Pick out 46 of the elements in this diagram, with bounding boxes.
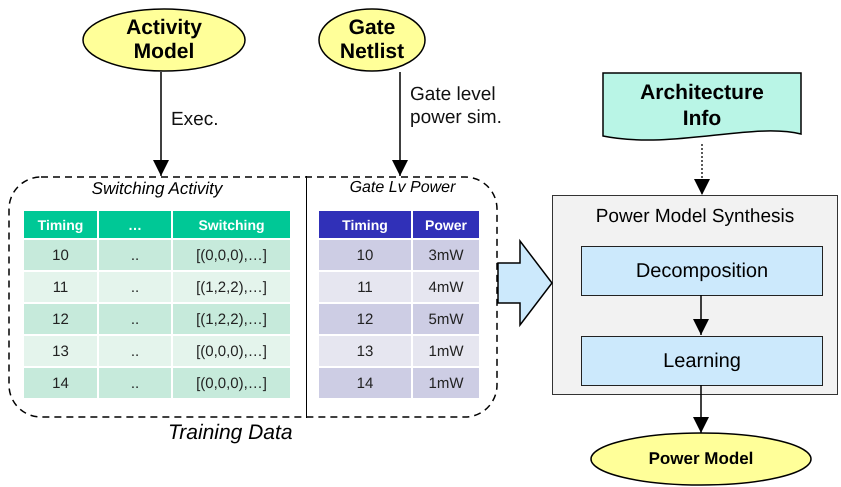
- table-cell: 5mW: [413, 304, 479, 334]
- table-cell: 13: [319, 336, 411, 366]
- process-box: Decomposition: [581, 246, 823, 296]
- table-header-cell: Timing: [319, 211, 411, 238]
- table-cell: 1mW: [413, 368, 479, 398]
- table-cell: 11: [319, 272, 411, 302]
- table-cell: [(1,2,2),…]: [173, 304, 290, 334]
- table-cell: ..: [99, 240, 171, 270]
- table-header-cell: Switching: [173, 211, 290, 238]
- arrow: [153, 72, 169, 176]
- table-cell: [(0,0,0),…]: [173, 336, 290, 366]
- table-cell: ..: [99, 304, 171, 334]
- table-cell: 11: [24, 272, 97, 302]
- container-title: Training Data: [168, 421, 293, 445]
- ellipse-node: Gate Netlist: [318, 8, 426, 72]
- table-header-cell: Timing: [24, 211, 97, 238]
- table-header-cell: Power: [413, 211, 479, 238]
- table-cell: 14: [319, 368, 411, 398]
- table-header-cell: …: [99, 211, 171, 238]
- table-cell: [(0,0,0),…]: [173, 368, 290, 398]
- arrow: [694, 144, 710, 195]
- process-box: Learning: [581, 336, 823, 386]
- arrow: [693, 295, 709, 335]
- table-cell: 10: [319, 240, 411, 270]
- ellipse-node: Power Model: [590, 432, 812, 486]
- table-cell: ..: [99, 336, 171, 366]
- table-cell: ..: [99, 272, 171, 302]
- arrow: [693, 385, 709, 433]
- arrow: [392, 72, 408, 176]
- table-cell: ..: [99, 368, 171, 398]
- table-cell: 12: [319, 304, 411, 334]
- table-cell: 3mW: [413, 240, 479, 270]
- table-title: Switching Activity: [90, 179, 224, 199]
- table-cell: 12: [24, 304, 97, 334]
- table-cell: 13: [24, 336, 97, 366]
- table-cell: 4mW: [413, 272, 479, 302]
- table-cell: [(1,2,2),…]: [173, 272, 290, 302]
- table-cell: [(0,0,0),…]: [173, 240, 290, 270]
- table-cell: 10: [24, 240, 97, 270]
- table-cell: 14: [24, 368, 97, 398]
- table-title: Gate Lv Power: [348, 179, 457, 197]
- ellipse-node: Activity Model: [82, 8, 246, 72]
- table-cell: 1mW: [413, 336, 479, 366]
- document-shape: Architecture Info: [602, 72, 802, 144]
- group-box: Power Model Synthesis Decomposition Learning: [552, 195, 838, 395]
- block-arrow: [497, 238, 553, 328]
